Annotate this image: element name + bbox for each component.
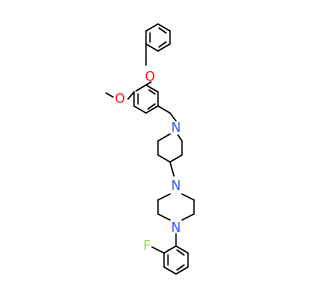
fluorophenyl-ring	[163, 245, 189, 275]
bond-ring-methoxy-o	[127, 91, 135, 100]
structure-canvas: O O N N N F	[105, 23, 195, 275]
atom-label-n-piperazine-top: N	[171, 179, 181, 194]
piperazine-ring	[157, 193, 195, 221]
bond-methoxy-ch3	[105, 92, 114, 98]
bond-o-ring	[145, 81, 152, 86]
piperidine-ring	[157, 133, 183, 163]
atom-label-o-methoxy: O	[115, 92, 125, 107]
atom-label-o-benzyloxy: O	[145, 70, 155, 85]
bond-piperidine-piperazine	[169, 161, 175, 177]
dimethoxy-ring	[133, 84, 159, 114]
bond-ch2-n	[169, 112, 177, 122]
atom-label-n-piperidine: N	[171, 121, 181, 136]
atom-label-n-piperazine-bottom: N	[171, 221, 181, 236]
benzyl-ring	[145, 23, 171, 52]
bond-ring-f	[151, 246, 165, 254]
molecule-structure: O O N N N F	[105, 23, 195, 275]
atom-label-f: F	[143, 239, 150, 254]
bond-ring-ch2	[157, 105, 171, 114]
